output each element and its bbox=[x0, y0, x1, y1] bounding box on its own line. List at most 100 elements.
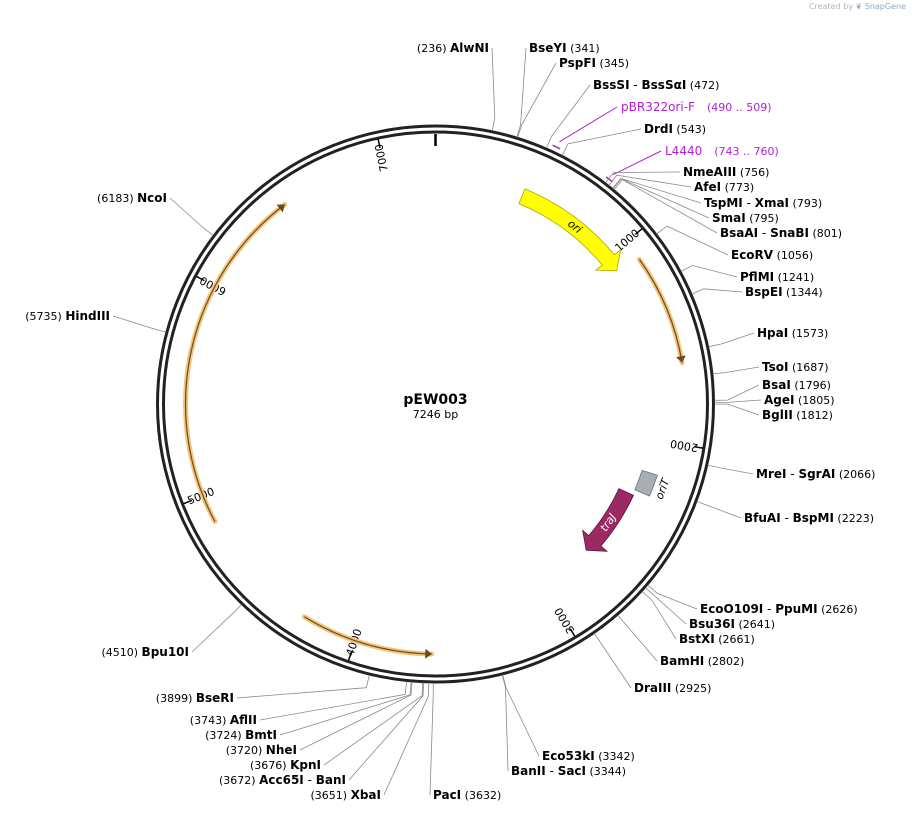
site-label: BglII (1812) bbox=[762, 408, 833, 422]
site-leader-line bbox=[617, 614, 658, 662]
site-position: (1687) bbox=[788, 361, 828, 374]
site-label: (3743) AflII bbox=[190, 713, 257, 727]
site-name: BamHI bbox=[660, 654, 704, 668]
site-separator: - bbox=[758, 226, 770, 240]
site-leader-line bbox=[696, 501, 742, 519]
site-hpai: HpaI (1573) bbox=[708, 326, 828, 348]
site-leader-line bbox=[561, 128, 642, 156]
site-leader-line bbox=[714, 399, 762, 403]
site-position: (756) bbox=[736, 166, 769, 179]
site-draiii: DraIII (2925) bbox=[593, 633, 711, 695]
site-bsai: BsaI (1796) bbox=[714, 378, 831, 401]
site-name: BanII bbox=[511, 764, 546, 778]
site-position: (3632) bbox=[461, 789, 501, 802]
orf-arrow bbox=[638, 259, 683, 363]
site-name: EcoRV bbox=[731, 248, 774, 262]
site-separator: - bbox=[786, 467, 798, 481]
site-leader-line bbox=[546, 84, 591, 149]
site-position: (801) bbox=[809, 227, 842, 240]
tick-label: 1000 bbox=[612, 227, 642, 255]
site-leader-line bbox=[236, 674, 370, 699]
site-position: (6183) bbox=[97, 192, 137, 205]
site-alwni: (236) AlwNI bbox=[417, 41, 496, 131]
feature-traj-arrow bbox=[582, 488, 634, 552]
site-tspmi: TspMI - XmaI (793) bbox=[612, 177, 822, 210]
site-leader-line bbox=[169, 197, 214, 236]
site-label: BsaAI - SnaBI (801) bbox=[720, 226, 842, 240]
site-position: (773) bbox=[721, 181, 754, 194]
site-bglii: BglII (1812) bbox=[714, 403, 833, 422]
site-leader-line bbox=[491, 47, 496, 131]
site-tsoi: TsoI (1687) bbox=[712, 360, 829, 375]
site-separator: - bbox=[781, 511, 793, 525]
site-position: (2925) bbox=[671, 682, 711, 695]
site-name: NmeAIII bbox=[683, 165, 736, 179]
site-name: KpnI bbox=[290, 758, 321, 772]
site-mrei: MreI - SgrAI (2066) bbox=[707, 464, 875, 481]
primer-arrow bbox=[605, 176, 613, 183]
tick-label: 2000 bbox=[669, 437, 699, 454]
site-afei: AfeI (773) bbox=[608, 174, 754, 194]
site-name: NheI bbox=[266, 743, 297, 757]
site-name: BspEI bbox=[745, 285, 783, 299]
site-position: (236) bbox=[417, 42, 450, 55]
site-leader-line bbox=[612, 177, 702, 204]
site-name: PflMI bbox=[740, 270, 774, 284]
site-label: BseYI (341) bbox=[529, 41, 600, 55]
site-name: BmtI bbox=[245, 728, 277, 742]
backbone-inner-strand bbox=[162, 130, 709, 678]
site-name: AgeI bbox=[764, 393, 794, 407]
site-name: BglII bbox=[762, 408, 793, 422]
site-name: AflII bbox=[230, 713, 257, 727]
site-separator: - bbox=[763, 602, 775, 616]
site-name: TsoI bbox=[762, 360, 788, 374]
site-position: (1344) bbox=[783, 286, 823, 299]
site-position: (341) bbox=[567, 42, 600, 55]
site-leader-line bbox=[612, 178, 710, 219]
site-leader-line bbox=[517, 62, 557, 138]
site-label: PspFI (345) bbox=[559, 56, 629, 70]
primer-leader-line bbox=[559, 106, 618, 143]
orf-arrows bbox=[183, 202, 686, 659]
tick-mark bbox=[377, 138, 381, 149]
site-leader-line bbox=[605, 171, 681, 184]
site-position: (2661) bbox=[715, 633, 755, 646]
site-label: DrdI (543) bbox=[644, 122, 706, 136]
site-position: (4510) bbox=[101, 646, 141, 659]
primer-range: (490 .. 509) bbox=[707, 101, 772, 114]
site-label: (3899) BseRI bbox=[156, 691, 234, 705]
site-leader-line bbox=[299, 681, 413, 751]
site-name: BseYI bbox=[529, 41, 567, 55]
primer-name: pBR322ori-F bbox=[621, 100, 695, 114]
site-leader-line bbox=[645, 587, 687, 625]
site-bsu36i: Bsu36I (2641) bbox=[645, 587, 775, 631]
site-label: AgeI (1805) bbox=[764, 393, 835, 407]
site-leader-line bbox=[516, 47, 527, 138]
tick-mark bbox=[347, 651, 353, 661]
map-center-label: pEW003 7246 bp bbox=[403, 392, 467, 421]
site-name: Bpu10I bbox=[142, 645, 189, 659]
site-position: (795) bbox=[746, 212, 779, 225]
site-label: TsoI (1687) bbox=[762, 360, 829, 374]
site-leader-line bbox=[608, 174, 692, 188]
site-position: (3743) bbox=[190, 714, 230, 727]
site-bspei: BspEI (1344) bbox=[691, 285, 823, 299]
site-name: BseRI bbox=[196, 691, 234, 705]
site-leader-line bbox=[429, 682, 434, 796]
site-name: DraIII bbox=[634, 681, 671, 695]
site-label: Bsu36I (2641) bbox=[689, 617, 775, 631]
site-position: (1056) bbox=[773, 249, 813, 262]
site-nmeaiii: NmeAIII (756) bbox=[605, 165, 769, 184]
site-name: SmaI bbox=[712, 211, 746, 225]
primer-name: L4440 bbox=[665, 144, 702, 158]
site-name: HpaI bbox=[757, 326, 788, 340]
site-name-2: BssSαI bbox=[642, 78, 687, 92]
primer-annotations: pBR322ori-F(490 .. 509)L4440(743 .. 760) bbox=[552, 100, 779, 183]
site-leader-line bbox=[712, 366, 760, 375]
site-label: (5735) HindIII bbox=[25, 309, 110, 323]
site-label: AfeI (773) bbox=[694, 180, 754, 194]
site-name: Bsu36I bbox=[689, 617, 735, 631]
site-label: PacI (3632) bbox=[433, 788, 501, 802]
site-pflmi: PflMI (1241) bbox=[680, 264, 814, 284]
site-label: (3651) XbaI bbox=[311, 788, 381, 802]
